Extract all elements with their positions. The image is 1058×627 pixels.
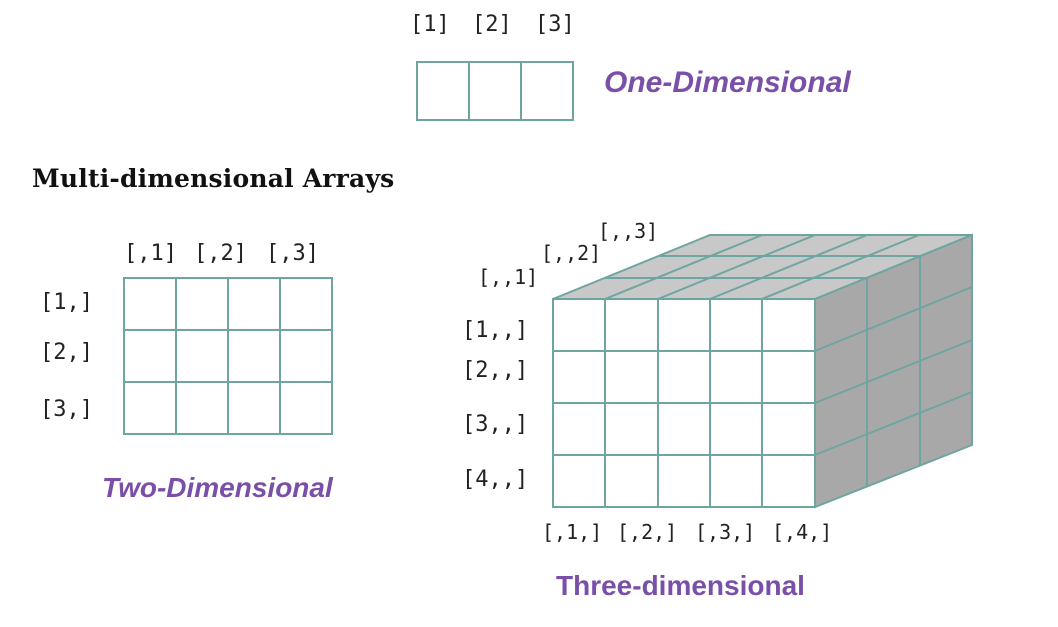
one-d-cell: [468, 61, 522, 121]
one-d-index-label: [3]: [535, 12, 575, 37]
one-d-caption: One-Dimensional: [604, 66, 851, 99]
one-d-cell: [416, 61, 470, 121]
one-d-index-label: [2]: [472, 12, 512, 37]
three-d-column-label: [,3,]: [695, 520, 756, 544]
three-d-row-label: [2,,]: [462, 358, 529, 383]
three-d-row-label: [1,,]: [462, 318, 529, 343]
cube-top-face: [552, 234, 973, 300]
three-d-row-label: [3,,]: [462, 412, 529, 437]
three-d-column-label: [,2,]: [617, 520, 678, 544]
three-d-layer-label: [,,1]: [478, 265, 539, 289]
cube-side-face: [814, 233, 973, 509]
one-d-index-label: [1]: [410, 12, 450, 37]
three-d-caption: Three-dimensional: [556, 570, 805, 601]
two-d-row-label: [2,]: [40, 340, 93, 365]
two-d-row-label: [1,]: [40, 290, 93, 315]
three-d-column-label: [,4,]: [772, 520, 833, 544]
three-d-layer-label: [,,3]: [598, 219, 659, 243]
two-d-row-label: [3,]: [40, 397, 93, 422]
two-d-caption: Two-Dimensional: [102, 472, 333, 503]
three-d-layer-label: [,,2]: [541, 241, 602, 265]
two-d-column-label: [,2]: [194, 241, 247, 266]
two-d-column-label: [,3]: [266, 241, 319, 266]
one-d-cell: [520, 61, 574, 121]
three-d-column-label: [,1,]: [542, 520, 603, 544]
two-d-column-label: [,1]: [124, 241, 177, 266]
three-d-row-label: [4,,]: [462, 467, 529, 492]
section-heading: Multi-dimensional Arrays: [32, 164, 395, 193]
